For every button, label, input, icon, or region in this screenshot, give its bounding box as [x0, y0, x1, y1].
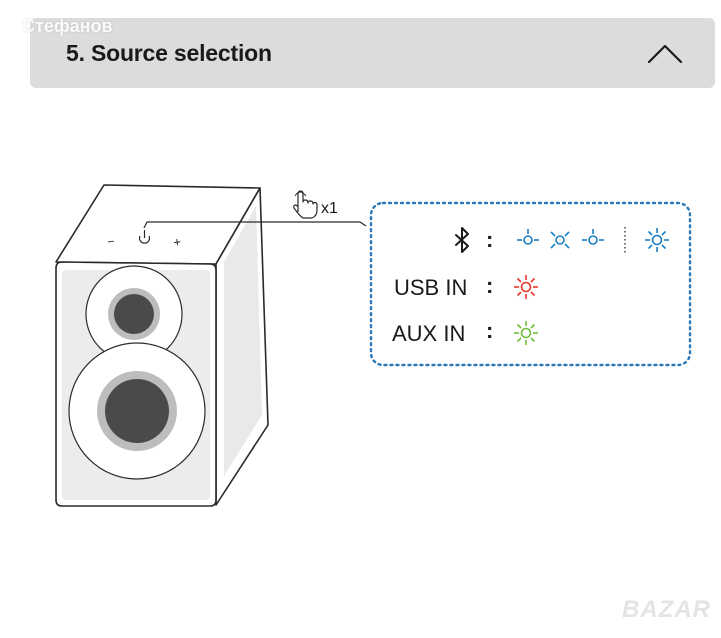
bluetooth-separator: :: [486, 227, 493, 252]
watermark-username: Стефанов: [22, 16, 113, 36]
volume-up-button[interactable]: +: [172, 234, 182, 250]
callout-line: [143, 221, 367, 229]
led-flash-icon: [517, 229, 539, 245]
section-title: 5. Source selection: [66, 40, 272, 66]
aux-in-separator: :: [486, 318, 493, 343]
woofer-cone: [105, 379, 169, 443]
hand-press-icon: [293, 190, 318, 219]
speaker-side-shade: [224, 206, 262, 476]
aux-in-label: AUX IN: [392, 321, 465, 346]
tweeter-dome: [114, 294, 154, 334]
usb-in-separator: :: [486, 273, 493, 298]
led-on-icon: [645, 228, 669, 252]
bluetooth-icon: [455, 227, 469, 253]
led-flash-icon: [582, 229, 604, 245]
press-count: x1: [321, 200, 338, 217]
led-off-icon: [550, 231, 570, 249]
led-on-icon: [514, 321, 538, 345]
speaker-illustration: − +: [55, 184, 269, 507]
usb-in-label: USB IN: [394, 275, 467, 300]
section-header[interactable]: 5. Source selection: [30, 18, 715, 88]
power-icon[interactable]: [138, 230, 151, 244]
indicator-box: [369, 201, 692, 367]
chevron-up-icon[interactable]: [645, 38, 685, 68]
volume-down-button[interactable]: −: [106, 234, 115, 249]
watermark-brand-logo: BAZAR: [622, 596, 711, 623]
led-on-icon: [514, 275, 538, 299]
